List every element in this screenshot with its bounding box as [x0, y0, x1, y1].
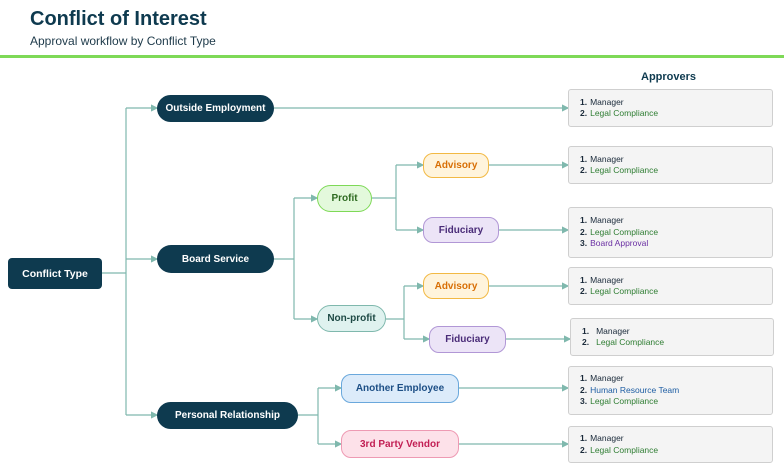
- approvers-heading: Approvers: [641, 71, 697, 83]
- approver-row: 2.Legal Compliance: [580, 165, 659, 175]
- connector-root: [102, 108, 127, 415]
- node-profit: Profit: [317, 185, 372, 212]
- approvers-profit-fiduciary: 1.Manager 2.Legal Compliance 3.Board App…: [568, 207, 773, 258]
- approver-row: 3.Board Approval: [580, 238, 649, 249]
- node-personal-relationship: Personal Relationship: [157, 402, 298, 429]
- approvers-outside-employment: 1.Manager 2.Legal Compliance: [568, 89, 773, 127]
- approvers-nonprofit-advisory: 1.Manager 2.Legal Compliance: [568, 267, 773, 305]
- page-title: Conflict of Interest: [30, 8, 207, 30]
- approvers-third-party-vendor: 1.Manager 2.Legal Compliance: [568, 426, 773, 463]
- approver-row: 2.Legal Compliance: [580, 108, 659, 118]
- approvers-another-employee: 1.Manager 2.Human Resource Team 3.Legal …: [568, 366, 773, 415]
- approvers-nonprofit-fiduciary: 1.Manager 2.Legal Compliance: [570, 318, 774, 356]
- node-profit-fiduciary: Fiduciary: [423, 217, 499, 243]
- node-outside-employment: Outside Employment: [157, 95, 274, 122]
- approver-row: 1.Manager: [582, 325, 630, 336]
- node-another-employee: Another Employee: [341, 374, 459, 403]
- node-profit-advisory: Advisory: [423, 153, 489, 178]
- approver-row: 1.Manager: [580, 274, 624, 285]
- node-third-party-vendor: 3rd Party Vendor: [341, 430, 459, 458]
- connector-board-split: [274, 198, 295, 319]
- approvers-profit-advisory: 1.Manager 2.Legal Compliance: [568, 146, 773, 184]
- approver-row: 1.Manager: [580, 433, 624, 444]
- node-non-profit: Non-profit: [317, 305, 386, 332]
- connector-personal-split: [298, 388, 319, 444]
- approver-row: 2.Legal Compliance: [580, 444, 659, 455]
- node-conflict-type: Conflict Type: [8, 258, 102, 289]
- connector-profit-split: [372, 165, 397, 230]
- approver-row: 1.Manager: [580, 373, 624, 384]
- header-divider: [0, 55, 784, 58]
- approver-row: 1.Manager: [580, 96, 624, 107]
- approver-row: 1.Manager: [580, 215, 624, 226]
- approver-row: 3.Legal Compliance: [580, 396, 659, 407]
- approver-row: 2.Legal Compliance: [580, 226, 659, 237]
- approver-row: 2.Human Resource Team: [580, 384, 680, 395]
- node-nonprofit-fiduciary: Fiduciary: [429, 326, 506, 353]
- connector-nonprofit-split: [386, 286, 405, 339]
- approver-row: 2.Legal Compliance: [580, 286, 659, 296]
- approver-row: 2.Legal Compliance: [582, 337, 665, 347]
- approver-row: 1.Manager: [580, 153, 624, 164]
- node-board-service: Board Service: [157, 245, 274, 273]
- node-nonprofit-advisory: Advisory: [423, 273, 489, 299]
- page-subtitle: Approval workflow by Conflict Type: [30, 34, 216, 48]
